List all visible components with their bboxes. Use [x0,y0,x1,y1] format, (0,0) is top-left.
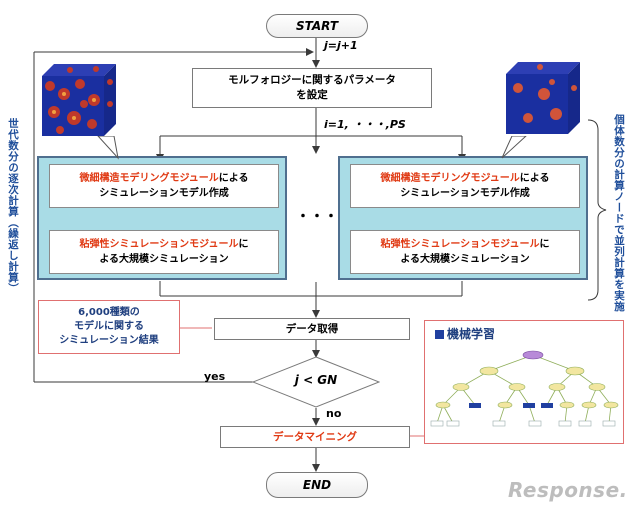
machine-learning-panel: 機械学習 [424,320,624,444]
panel-right: 微細構造モデリングモジュールによる シミュレーションモデル作成 粘弾性シミュレー… [338,156,588,280]
microstructure-cube-left [42,64,116,136]
results-callout: 6,000種類の モデルに関する シミュレーション結果 [38,300,180,354]
data-acquire-label: データ取得 [285,322,339,335]
callout-line2: モデルに関する [74,321,144,332]
side-text-sequential: 世代数分の逐次計算（繰返し計算） [7,118,19,294]
set-params-line2: を設定 [296,89,328,101]
panel-left-box1-rest: による [218,173,249,184]
data-mining-box: データマイニング [220,426,410,448]
loop-range-label: i=1, ・・・,PS [324,118,406,131]
panel-right-box1-line2: シミュレーションモデル作成 [400,188,530,199]
panel-left: 微細構造モデリングモジュールによる シミュレーションモデル作成 粘弾性シミュレー… [37,156,287,280]
decision-diamond [252,356,380,408]
panel-right-simulation-box: 粘弾性シミュレーションモジュールに よる大規模シミュレーション [350,230,580,274]
set-parameters-box: モルフォロジーに関するパラメータ を設定 [192,68,432,108]
panel-left-modeling-box: 微細構造モデリングモジュールによる シミュレーションモデル作成 [49,164,279,208]
yes-label: yes [204,370,226,383]
microstructure-cube-right [506,62,580,134]
panel-left-simulation-box: 粘弾性シミュレーションモジュールに よる大規模シミュレーション [49,230,279,274]
ml-square-icon [435,330,444,339]
panel-right-box1-rest: による [519,173,550,184]
ml-title: 機械学習 [447,327,496,341]
end-label: END [302,478,332,492]
response-watermark: Response. [508,478,628,502]
parallel-ellipsis: ・・・ [296,209,338,225]
no-label: no [326,407,342,420]
start-terminal: START [266,14,368,38]
panel-left-box2-line2: よる大規模シミュレーション [99,254,229,265]
side-text-parallel: 個体数分の計算ノードで並列計算を実施 [613,114,625,312]
panel-right-box1-red: 微細構造モデリングモジュール [380,173,520,184]
panel-right-modeling-box: 微細構造モデリングモジュールによる シミュレーションモデル作成 [350,164,580,208]
increment-label: j=j+1 [324,39,358,52]
set-params-line1: モルフォロジーに関するパラメータ [228,74,396,86]
callout-line1: 6,000種類の [78,307,140,318]
data-mining-label: データマイニング [273,430,357,443]
callout-line3: シミュレーション結果 [59,335,159,346]
decision-tree-graphic [430,350,619,427]
panel-right-box2-line2: よる大規模シミュレーション [400,254,530,265]
end-terminal: END [266,472,368,498]
start-label: START [295,19,339,33]
panel-right-box2-red: 粘弾性シミュレーションモジュール [380,239,540,250]
decision-label: j < GN [294,373,338,387]
panel-right-box2-rest: に [539,239,550,250]
panel-left-box2-red: 粘弾性シミュレーションモジュール [79,239,239,250]
panel-left-box1-line2: シミュレーションモデル作成 [99,188,229,199]
panel-left-box1-red: 微細構造モデリングモジュール [79,173,219,184]
data-acquire-box: データ取得 [214,318,410,340]
panel-left-box2-rest: に [238,239,249,250]
